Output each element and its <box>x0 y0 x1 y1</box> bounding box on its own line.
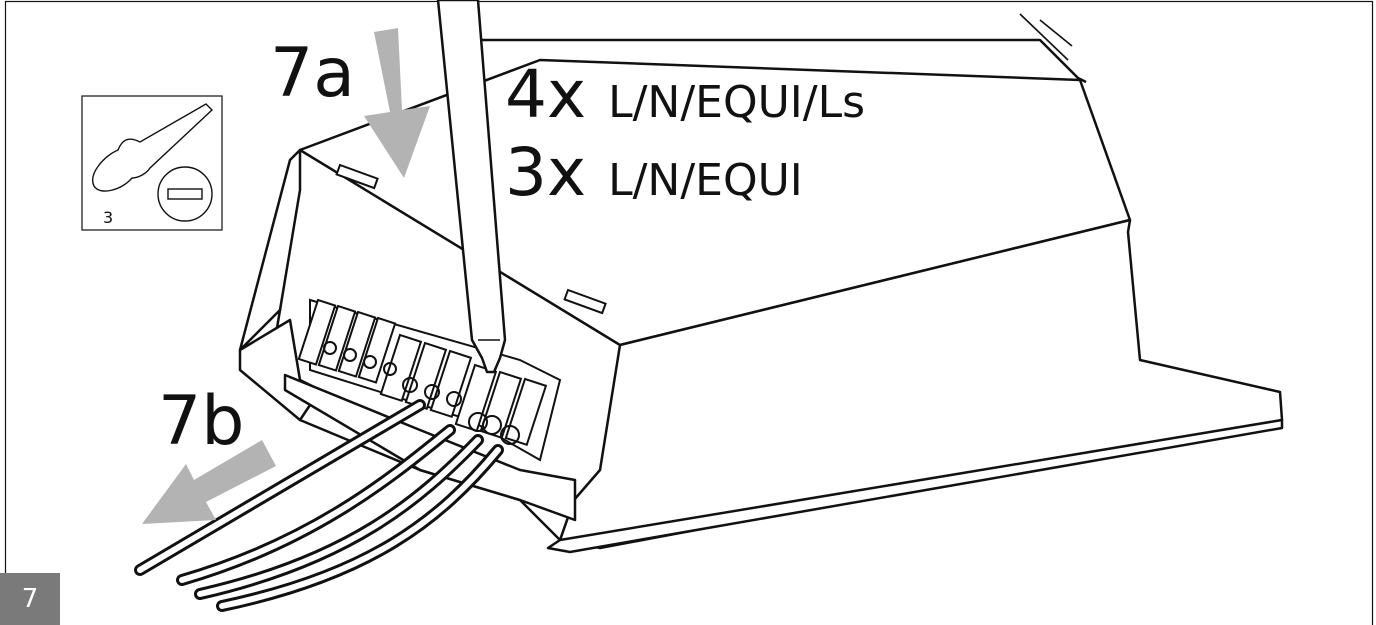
middle-clamps <box>379 333 473 419</box>
step-number-badge: 7 <box>0 573 60 625</box>
terminal-block <box>297 298 562 462</box>
wiring-count-3x: 3x <box>505 134 587 211</box>
arrow-7a <box>364 28 430 178</box>
terminal-screws <box>323 341 520 445</box>
screwdriver <box>436 0 507 374</box>
tool-icon-box <box>81 95 223 231</box>
tool-size-label: 3 <box>103 208 114 227</box>
wiring-count-4x: 4x <box>505 56 587 133</box>
top-slots <box>335 163 607 315</box>
step-label-7a: 7a <box>270 34 355 113</box>
wiring-signals-3x: L/N/EQUI <box>608 155 803 206</box>
step-label-7b: 7b <box>158 382 245 461</box>
arrow-7b <box>142 440 276 524</box>
screwdriver-icon <box>92 103 214 192</box>
frame-border <box>4 0 1374 625</box>
cables <box>134 399 504 612</box>
wiring-signals-4x: L/N/EQUI/Ls <box>608 77 866 128</box>
